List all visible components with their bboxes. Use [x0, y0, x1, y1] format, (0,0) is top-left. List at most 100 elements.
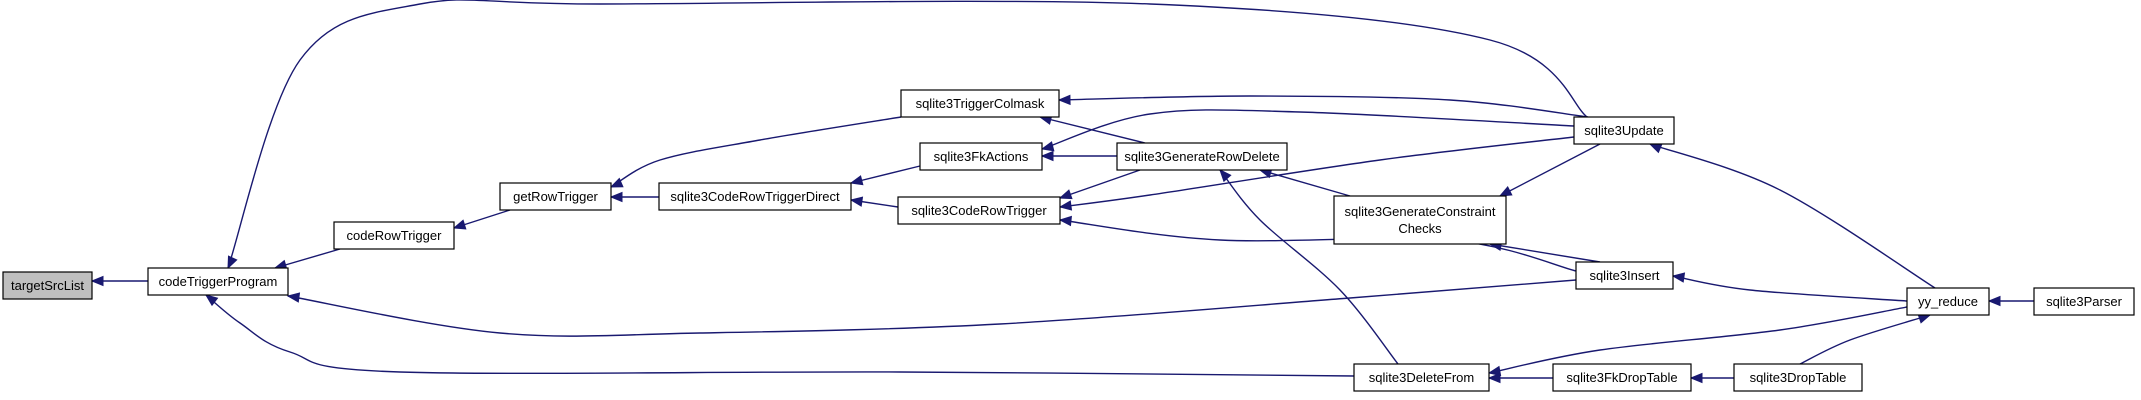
- edge-sqlite3FkDropTable-to-sqlite3DeleteFrom: [1487, 372, 1553, 384]
- edge-yy_reduce-to-sqlite3Update: [1648, 143, 1936, 289]
- node-sqlite3GenerateRowDelete[interactable]: sqlite3GenerateRowDelete: [1116, 142, 1288, 171]
- edge-sqlite3CodeRowTriggerDirect-to-getRowTrigger: [609, 191, 659, 203]
- node-codeTriggerProgram[interactable]: codeTriggerProgram: [147, 267, 289, 296]
- edge-sqlite3FkActions-to-sqlite3CodeRowTriggerDirect: [849, 165, 921, 186]
- node-label: sqlite3Parser: [2046, 294, 2123, 309]
- arrowhead-icon: [452, 219, 467, 230]
- node-label: sqlite3TriggerColmask: [916, 96, 1045, 111]
- edge-line: [1058, 95, 1589, 118]
- arrowhead-icon: [1689, 372, 1703, 384]
- node-box: [333, 221, 455, 250]
- edge-sqlite3CodeRowTrigger-to-sqlite3CodeRowTriggerDirect: [849, 196, 899, 208]
- edge-line: [1041, 109, 1575, 150]
- edge-line: [1672, 275, 1908, 302]
- node-box: [147, 267, 289, 296]
- edge-codeRowTrigger-to-codeTriggerProgram: [273, 248, 341, 270]
- node-box: [900, 89, 1060, 118]
- node-label: sqlite3Update: [1584, 123, 1664, 138]
- node-label: sqlite3GenerateRowDelete: [1124, 149, 1279, 164]
- edge-line: [205, 294, 1355, 377]
- call-graph-nodes: targetSrcList codeTriggerProgram codeRowTr…: [2, 89, 2135, 392]
- edge-line: [1799, 314, 1931, 365]
- node-label: codeTriggerProgram: [159, 274, 278, 289]
- edge-line: [1059, 169, 1141, 199]
- node-box: [658, 182, 852, 211]
- node-sqlite3FkDropTable[interactable]: sqlite3FkDropTable: [1552, 363, 1692, 392]
- edge-sqlite3TriggerColmask-to-getRowTrigger: [609, 116, 902, 188]
- node-label: getRowTrigger: [513, 189, 598, 204]
- node-getRowTrigger[interactable]: getRowTrigger: [499, 182, 612, 211]
- arrowhead-icon: [204, 294, 219, 307]
- node-box: [2, 271, 93, 300]
- node-label: sqlite3DropTable: [1750, 370, 1847, 385]
- edge-line: [1219, 169, 1399, 365]
- arrowhead-icon: [1487, 372, 1501, 384]
- node-sqlite3DeleteFrom[interactable]: sqlite3DeleteFrom: [1353, 363, 1490, 392]
- edge-sqlite3DeleteFrom-to-sqlite3GenerateRowDelete: [1219, 169, 1399, 365]
- node-sqlite3CodeRowTriggerDirect[interactable]: sqlite3CodeRowTriggerDirect: [658, 182, 852, 211]
- node-label: sqlite3Insert: [1589, 268, 1659, 283]
- arrowhead-icon: [1648, 143, 1663, 154]
- arrowhead-icon: [1040, 150, 1054, 162]
- node-sqlite3DropTable[interactable]: sqlite3DropTable: [1733, 363, 1863, 392]
- edge-sqlite3DeleteFrom-to-codeTriggerProgram: [204, 294, 1355, 377]
- call-graph-edges: [90, 0, 2034, 384]
- node-box: [499, 182, 612, 211]
- arrowhead-icon: [227, 255, 238, 270]
- arrowhead-icon: [1219, 169, 1232, 183]
- edge-line: [1489, 243, 1601, 263]
- node-label: Checks: [1398, 221, 1442, 236]
- arrowhead-icon: [286, 292, 301, 303]
- edge-sqlite3Update-to-codeTriggerProgram: [227, 0, 1588, 270]
- edge-getRowTrigger-to-codeRowTrigger: [452, 209, 511, 230]
- edge-line: [1488, 306, 1908, 374]
- node-targetSrcList[interactable]: targetSrcList: [2, 271, 93, 300]
- edge-sqlite3GenerateConstraintChecks-to-sqlite3GenerateRowDelete: [1258, 168, 1351, 197]
- edge-line: [850, 165, 921, 184]
- node-label: yy_reduce: [1918, 294, 1978, 309]
- edge-sqlite3Update-to-sqlite3TriggerColmask: [1057, 94, 1589, 118]
- node-box: [1575, 261, 1674, 290]
- node-box: [1353, 363, 1490, 392]
- arrowhead-icon: [1487, 365, 1502, 377]
- edge-sqlite3GenerateRowDelete-to-sqlite3CodeRowTrigger: [1058, 169, 1141, 200]
- edge-sqlite3Update-to-sqlite3FkActions: [1040, 109, 1575, 152]
- node-codeRowTrigger[interactable]: codeRowTrigger: [333, 221, 455, 250]
- arrowhead-icon: [609, 191, 623, 203]
- edge-sqlite3DropTable-to-sqlite3FkDropTable: [1689, 372, 1734, 384]
- node-box: [1552, 363, 1692, 392]
- arrowhead-icon: [849, 196, 864, 207]
- arrowhead-icon: [1058, 215, 1072, 227]
- edge-sqlite3Insert-to-sqlite3CodeRowTrigger: [1058, 215, 1577, 272]
- edge-yy_reduce-to-sqlite3Insert: [1671, 272, 1908, 302]
- edge-sqlite3Insert-to-codeTriggerProgram: [286, 279, 1577, 337]
- node-box: [897, 196, 1061, 225]
- node-box: [1906, 287, 1990, 316]
- node-sqlite3TriggerColmask[interactable]: sqlite3TriggerColmask: [900, 89, 1060, 118]
- node-sqlite3Update[interactable]: sqlite3Update: [1573, 116, 1675, 145]
- node-box: [2033, 287, 2135, 316]
- edge-yy_reduce-to-sqlite3DeleteFrom: [1487, 306, 1908, 377]
- node-box: [919, 142, 1043, 171]
- node-label: sqlite3GenerateConstraint: [1344, 204, 1495, 219]
- edge-sqlite3Parser-to-yy_reduce: [1987, 295, 2034, 307]
- arrowhead-icon: [1987, 295, 2001, 307]
- node-sqlite3FkActions[interactable]: sqlite3FkActions: [919, 142, 1043, 171]
- arrowhead-icon: [609, 177, 624, 188]
- edge-sqlite3Update-to-sqlite3CodeRowTrigger: [1058, 136, 1575, 211]
- node-box: [1333, 195, 1507, 245]
- node-sqlite3CodeRowTrigger[interactable]: sqlite3CodeRowTrigger: [897, 196, 1061, 225]
- node-label: sqlite3CodeRowTriggerDirect: [670, 189, 840, 204]
- edge-sqlite3GenerateRowDelete-to-sqlite3FkActions: [1040, 150, 1117, 162]
- arrowhead-icon: [1058, 200, 1073, 211]
- edge-line: [610, 116, 902, 188]
- node-sqlite3Parser[interactable]: sqlite3Parser: [2033, 287, 2135, 316]
- edge-line: [1059, 136, 1575, 208]
- edge-line: [1259, 169, 1351, 197]
- node-yy_reduce[interactable]: yy_reduce: [1906, 287, 1990, 316]
- node-label: targetSrcList: [11, 278, 84, 293]
- arrowhead-icon: [1498, 186, 1513, 197]
- arrowhead-icon: [1058, 189, 1073, 200]
- node-sqlite3Insert[interactable]: sqlite3Insert: [1575, 261, 1674, 290]
